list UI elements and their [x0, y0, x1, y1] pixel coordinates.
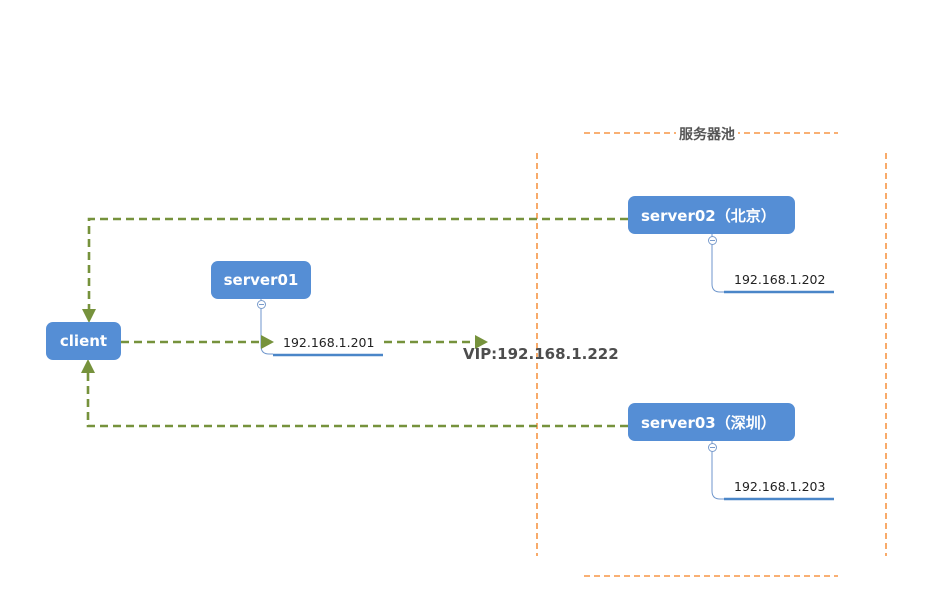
arrowhead-client-bottom [81, 359, 95, 373]
client-node[interactable]: client [46, 322, 121, 360]
server02-ip: 192.168.1.202 [734, 272, 826, 287]
arrowhead-vip [475, 335, 488, 349]
collapse-icon[interactable] [257, 300, 266, 309]
server03-ip: 192.168.1.203 [734, 479, 826, 494]
collapse-icon[interactable] [708, 236, 717, 245]
arrow-heads [81, 309, 488, 373]
server03-node[interactable]: server03（深圳） [628, 403, 795, 441]
arrow-server02-to-client [87, 217, 628, 310]
arrowhead-server01 [261, 335, 274, 349]
server-pool-title: 服务器池 [676, 124, 738, 144]
server-pool-border [536, 132, 887, 577]
ip-underlines [273, 290, 834, 501]
arrow-server03-to-client [86, 372, 628, 428]
flow-arrows [86, 217, 628, 428]
server02-node[interactable]: server02（北京） [628, 196, 795, 234]
collapse-icon[interactable] [708, 443, 717, 452]
arrowhead-client-top [82, 309, 96, 323]
server01-ip: 192.168.1.201 [283, 335, 375, 350]
vip-label: VIP:192.168.1.222 [463, 345, 619, 363]
topic-connectors [260, 234, 724, 500]
server01-node[interactable]: server01 [211, 261, 311, 299]
